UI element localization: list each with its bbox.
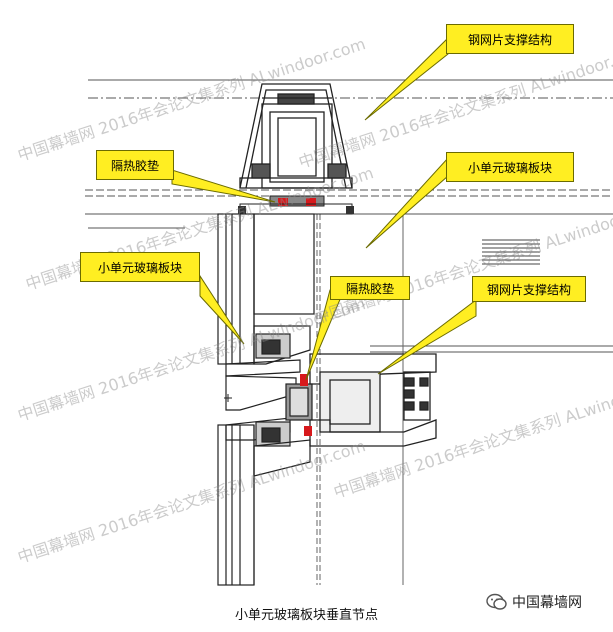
mid-thermal-pad [300,374,312,436]
callout-thermal-pad-mid: 隔热胶垫 [330,276,410,300]
right-hatch [482,239,540,265]
axis-mark [224,394,232,402]
callout-pointers [171,36,477,381]
callout-small-unit-right: 小单元玻璃板块 [446,152,574,182]
figure-caption: 小单元玻璃板块垂直节点 [234,608,378,623]
brand-name: 中国幕墙网 [512,595,582,611]
glass-panel-left [217,213,315,586]
brand-mark: 中国幕墙网 [486,592,582,612]
callout-thermal-pad-left: 隔热胶垫 [96,150,174,180]
callout-small-unit-left: 小单元玻璃板块 [80,252,200,282]
unit-joint [225,325,313,477]
callout-steel-mesh-lower: 钢网片支撑结构 [472,276,586,302]
lower-bracket [309,353,437,447]
wechat-icon [486,593,507,610]
callout-steel-mesh-top: 钢网片支撑结构 [446,24,574,54]
top-steel-profile [239,83,353,189]
